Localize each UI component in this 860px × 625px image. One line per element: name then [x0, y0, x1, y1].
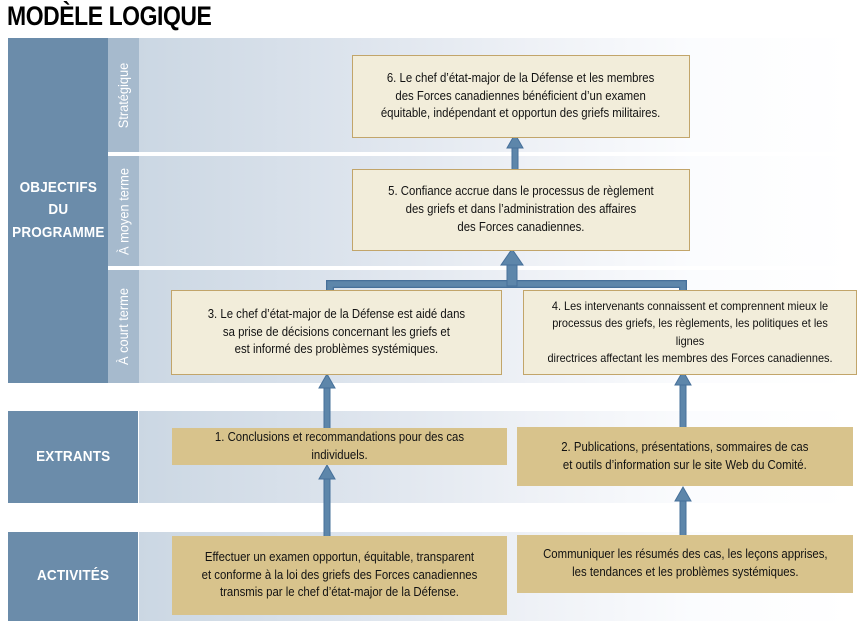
activity-box-right: Communiquer les résumés des cas, les leç… [517, 535, 853, 593]
outcome-box-6: 6. Le chef d’état-major de la Défense et… [352, 55, 690, 138]
outcome-box-5: 5. Confiance accrue dans le processus de… [352, 169, 690, 251]
outcome-box-3-text: 3. Le chef d’état-major de la Défense es… [207, 306, 466, 357]
activity-box-left: Effectuer un examen opportun, équitable,… [172, 536, 507, 615]
sidebar-extrants: EXTRANTS [8, 411, 138, 503]
strip-moyen-terme: À moyen terme [108, 156, 139, 266]
activity-box-right-text: Communiquer les résumés des cas, les leç… [542, 547, 828, 579]
strip-court-terme: À court terme [108, 270, 139, 383]
sidebar-objectives-du-programme: OBJECTIFS DU PROGRAMME [8, 38, 108, 383]
strip-strategique: Stratégique [108, 38, 139, 152]
arrow-activity-right-to-output2-icon [674, 485, 692, 537]
outcome-box-4: 4. Les intervenants connaissent et compr… [523, 290, 857, 375]
output-box-1-text: 1. Conclusions et recommandations pour d… [214, 429, 465, 462]
activites-label: ACTIVITÉS [36, 567, 110, 585]
page-title: MODÈLE LOGIQUE [7, 1, 212, 31]
output-box-2: 2. Publications, présentations, sommaire… [517, 427, 853, 486]
activity-box-left-text: Effectuer un examen opportun, équitable,… [201, 549, 478, 600]
outcome-box-6-text: 6. Le chef d’état-major de la Défense et… [381, 70, 661, 121]
arrow-activity-left-to-output1-icon [318, 463, 336, 538]
output-box-2-text: 2. Publications, présentations, sommaire… [561, 439, 809, 472]
outcome-box-5-text: 5. Confiance accrue dans le processus de… [388, 184, 654, 234]
sidebar-activites: ACTIVITÉS [8, 532, 138, 621]
arrow-outcome5-to-outcome6-icon [506, 132, 524, 171]
outcome-box-3: 3. Le chef d’état-major de la Défense es… [171, 290, 502, 375]
output-box-1: 1. Conclusions et recommandations pour d… [172, 428, 507, 465]
outcome-box-4-text: 4. Les intervenants connaissent et compr… [547, 299, 833, 365]
arrow-output1-to-outcome3-icon [318, 372, 336, 430]
bracket-outcomes34-to-outcome5-icon [326, 248, 687, 291]
arrow-output2-to-outcome4-icon [674, 369, 692, 429]
objectives-label: OBJECTIFS DU PROGRAMME [11, 178, 105, 241]
extrants-label: EXTRANTS [35, 447, 111, 465]
